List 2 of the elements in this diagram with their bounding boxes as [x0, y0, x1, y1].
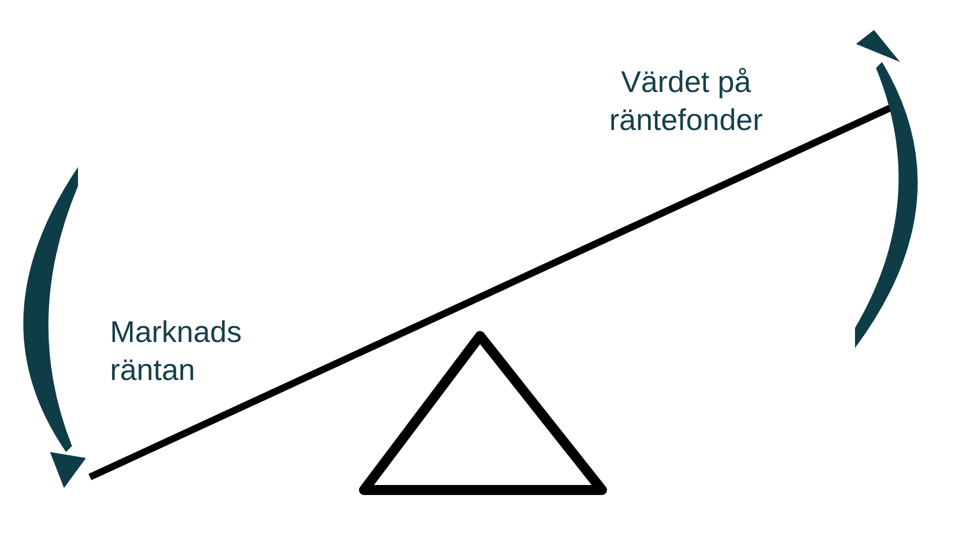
text-label: Värdet på räntefonder — [608, 65, 764, 139]
text-label: Marknads räntan — [110, 315, 243, 389]
